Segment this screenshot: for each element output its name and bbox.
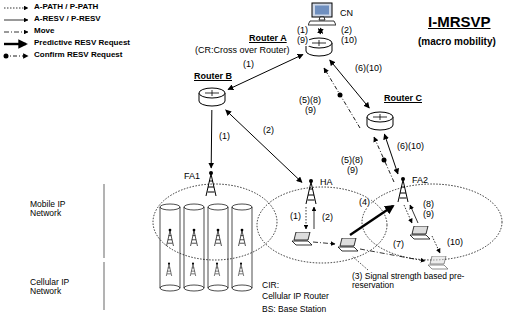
confirm-arrow: [374, 137, 394, 182]
legend-predictive-sample: [4, 43, 26, 45]
callout-number: (1): [296, 26, 309, 36]
node-label: FA2: [412, 176, 428, 186]
legend-samples: [4, 8, 29, 59]
signal-link: [211, 110, 213, 168]
router-node: Router A(CR:Cross over Router): [305, 36, 333, 58]
legend-confirm-dot: [4, 54, 9, 59]
cellular-cylinders: [160, 204, 252, 291]
note-label: Mobile IP Network: [30, 200, 96, 219]
node-label: HA: [320, 178, 333, 188]
legend-resv-sample: [4, 20, 28, 21]
base-stations: [166, 229, 245, 276]
callout-number: (5)(8): [298, 96, 322, 106]
signal-link: [320, 28, 322, 34]
mobile-host: [338, 238, 358, 251]
callout-number: (9): [296, 36, 309, 46]
mobile-host: [410, 226, 430, 239]
router-symbol: [306, 38, 332, 56]
resv-arrow: [314, 207, 315, 229]
router-symbol: [367, 112, 393, 130]
signal-link: [384, 134, 398, 174]
confirm-dot: [382, 158, 387, 163]
legend-path-sample: [4, 8, 28, 9]
router-symbol: [199, 88, 225, 106]
node-label: CN: [340, 9, 353, 19]
computer-symbol: [308, 3, 336, 25]
note-label: Cellular IP Router: [262, 292, 329, 301]
callout-number: (4): [358, 198, 371, 208]
callout-number: (10): [340, 36, 358, 46]
legend-text: Confirm RESV Request: [34, 51, 122, 60]
signal-link: [228, 54, 303, 89]
tower-icon: [204, 170, 218, 196]
tower-symbol: [306, 179, 316, 204]
computer-icon: [308, 2, 336, 26]
region-bracket: [104, 184, 105, 310]
legend-text: A-RESV / P-RESV: [34, 15, 101, 24]
node-label: Router C: [384, 94, 422, 104]
note-label: Cellular IP Network: [30, 278, 96, 297]
callout-number: (6)(10): [354, 64, 383, 74]
callout-number: (1): [218, 132, 231, 142]
router-node: Router C: [366, 110, 394, 132]
computer-node: CN: [308, 2, 336, 26]
mobile-host: [292, 232, 312, 245]
confirm-arrow: [324, 68, 360, 128]
network-region: [257, 187, 387, 263]
note-label: BS: Base Station: [262, 305, 326, 314]
confirm-dot: [338, 93, 343, 98]
network-region: [362, 184, 502, 260]
callout-number: (9): [346, 166, 359, 176]
callout-number: (8): [422, 200, 435, 210]
move-arrow: [360, 249, 425, 261]
callout-number: (1): [242, 60, 255, 70]
callout-number: (9): [422, 210, 435, 220]
callout-number: (2): [340, 26, 353, 36]
path-arrow: [432, 236, 440, 253]
callout-number: (6)(10): [396, 142, 425, 152]
node-label: FA1: [184, 172, 200, 182]
tower-icon: [396, 176, 410, 202]
callout-number: (9): [304, 106, 317, 116]
router-node: Router B: [198, 86, 226, 108]
path-arrow: [306, 207, 307, 229]
note-label: CIR:: [262, 281, 279, 290]
router-icon: [366, 110, 394, 132]
move-arrow: [313, 242, 335, 244]
callout-number: (10): [446, 238, 464, 248]
diagram-title: I-MRSVP: [428, 14, 491, 31]
node-label: (CR:Cross over Router): [195, 46, 290, 56]
predictive-arrow: [350, 206, 393, 235]
node-label: Router A: [249, 34, 287, 44]
router-icon: [198, 86, 226, 108]
legend-text: Predictive RESV Request: [34, 39, 130, 48]
callout-number: (7): [392, 240, 405, 250]
leader-line: [352, 256, 368, 270]
tower-node: HA: [304, 178, 318, 204]
signal-link: [226, 110, 302, 182]
resv-arrow: [410, 205, 418, 223]
tower-node: FA2: [396, 176, 410, 202]
node-label: Router B: [194, 72, 232, 82]
tower-icon: [304, 178, 318, 204]
mobile-host: [428, 256, 448, 269]
callout-number: (1): [289, 212, 302, 222]
legend-move-sample: [4, 32, 28, 33]
tower-symbol: [206, 171, 216, 196]
callout-number: (2): [262, 126, 275, 136]
callout-number: (5)(8): [340, 156, 364, 166]
tower-symbol: [398, 177, 408, 202]
network-region: [153, 184, 277, 260]
legend-text: A-PATH / P-PATH: [34, 3, 98, 12]
router-icon: [305, 36, 333, 58]
tower-node: FA1: [204, 170, 218, 196]
note-label: (3) Signal strength based pre-reservatio…: [352, 272, 470, 291]
legend-text: Move: [34, 27, 54, 36]
callout-number: (2): [321, 213, 334, 223]
note-label: (macro mobility): [418, 36, 496, 47]
